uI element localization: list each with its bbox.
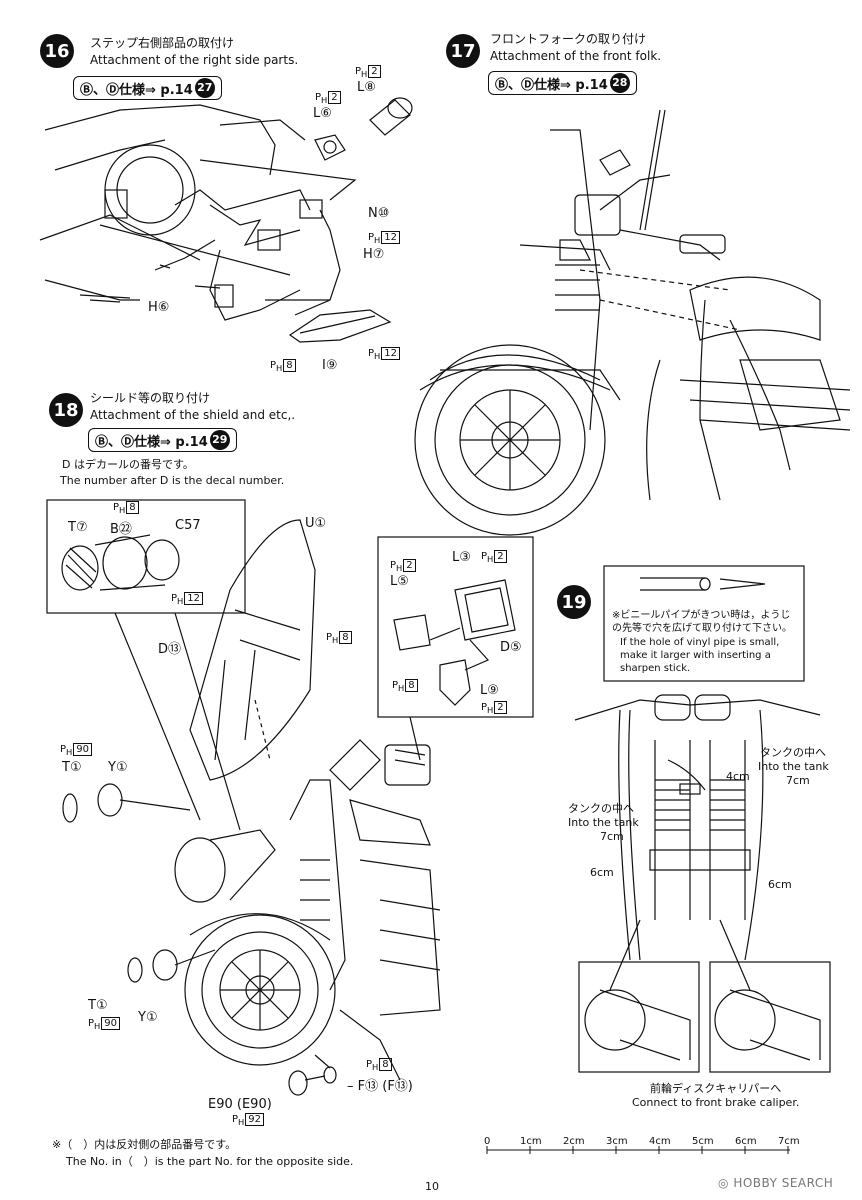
part-label: H⑥ xyxy=(148,300,170,315)
spec-text: Ⓑ、Ⓓ仕様⇒ p.14 xyxy=(495,77,608,93)
part-label: B㉒ xyxy=(110,522,132,537)
tank-left-en: Into the tank xyxy=(568,816,639,829)
watermark: ◎ HOBBY SEARCH xyxy=(718,1176,833,1190)
scale-label: 2cm xyxy=(563,1136,585,1147)
caliper-note-en: Connect to front brake caliper. xyxy=(632,1096,800,1109)
step-17-badge: 17 xyxy=(446,34,480,68)
part-label: L⑥ xyxy=(313,106,332,121)
vinyl-pipe-note-en: If the hole of vinyl pipe is small, make… xyxy=(620,637,780,674)
step-18-title-jp: シールド等の取り付け xyxy=(90,391,211,405)
watermark-text: HOBBY SEARCH xyxy=(733,1176,834,1190)
spec-page-badge: 29 xyxy=(209,430,230,450)
part-label-f13: F⑬ (F⑬) xyxy=(357,1079,413,1094)
part-label: N⑩ xyxy=(368,206,390,221)
scale-label: 6cm xyxy=(735,1136,757,1147)
tank-right-jp: タンクの中へ xyxy=(760,746,826,759)
part-label: U① xyxy=(305,516,327,531)
vinyl-pipe-note-jp: ※ビニールパイプがきつい時は，ようじの先等で穴を広げて取り付けて下さい。 xyxy=(612,610,792,634)
page-number: 10 xyxy=(425,1180,439,1193)
part-label: H⑦ xyxy=(363,247,385,262)
step-17-title-jp: フロントフォークの取り付け xyxy=(490,32,647,46)
step-18-title-en: Attachment of the shield and etc,. xyxy=(90,408,296,422)
step-16-title-jp: ステップ右側部品の取付け xyxy=(90,36,235,50)
scale-label: 7cm xyxy=(778,1136,800,1147)
part-label: D⑬ xyxy=(158,642,182,657)
part-label: Y① xyxy=(138,1010,158,1025)
spec-text: Ⓑ、Ⓓ仕様⇒ p.14 xyxy=(80,82,193,98)
part-label: L⑨ xyxy=(480,683,499,698)
part-label: T① xyxy=(62,760,82,775)
scale-label: 5cm xyxy=(692,1136,714,1147)
footer-note-en: The No. in（ ）is the part No. for the opp… xyxy=(66,1155,354,1168)
part-label: T⑦ xyxy=(68,520,88,535)
tank-right-en: Into the tank xyxy=(758,760,829,773)
decal-note-jp: D はデカールの番号です。 xyxy=(62,458,194,471)
tank-left-length: 7cm xyxy=(600,830,624,843)
step-19-badge: 19 xyxy=(557,585,591,619)
fork-length-4cm: 4cm xyxy=(726,770,750,783)
caliper-note-jp: 前輪ディスクキャリパーへ xyxy=(650,1082,782,1095)
step-16-badge: 16 xyxy=(40,34,74,68)
step-18-badge: 18 xyxy=(49,393,83,427)
scale-label: 0 xyxy=(484,1136,491,1147)
part-label: D⑤ xyxy=(500,640,522,655)
decal-note-en: The number after D is the decal number. xyxy=(60,474,285,487)
spec-text: Ⓑ、Ⓓ仕様⇒ p.14 xyxy=(95,434,208,450)
step-17-title-en: Attachment of the front folk. xyxy=(490,49,662,63)
part-label: L⑤ xyxy=(390,574,409,589)
scale-label: 1cm xyxy=(520,1136,542,1147)
part-label: C57 xyxy=(175,518,201,533)
spec-page-badge: 28 xyxy=(609,73,630,93)
cable-length-left: 6cm xyxy=(590,866,614,879)
part-label: L③ xyxy=(452,550,471,565)
spec-page-badge: 27 xyxy=(194,78,215,98)
scale-bar xyxy=(486,1146,790,1154)
part-label: I⑨ xyxy=(322,358,338,373)
tank-left-jp: タンクの中へ xyxy=(568,802,634,815)
part-label: Y① xyxy=(108,760,128,775)
part-label: – F⑬ (F⑬) xyxy=(347,1079,413,1094)
watermark-logo-icon: ◎ xyxy=(718,1176,729,1190)
cable-length-right: 6cm xyxy=(768,878,792,891)
part-label: E90 (E90) xyxy=(208,1097,272,1112)
footer-note-jp: ※（ ）内は反対側の部品番号です。 xyxy=(52,1138,237,1151)
part-label: L⑧ xyxy=(357,80,376,95)
scale-label: 3cm xyxy=(606,1136,628,1147)
part-label: T① xyxy=(88,998,108,1013)
tank-right-length: 7cm xyxy=(786,774,810,787)
step-16-title-en: Attachment of the right side parts. xyxy=(90,53,299,67)
scale-label: 4cm xyxy=(649,1136,671,1147)
